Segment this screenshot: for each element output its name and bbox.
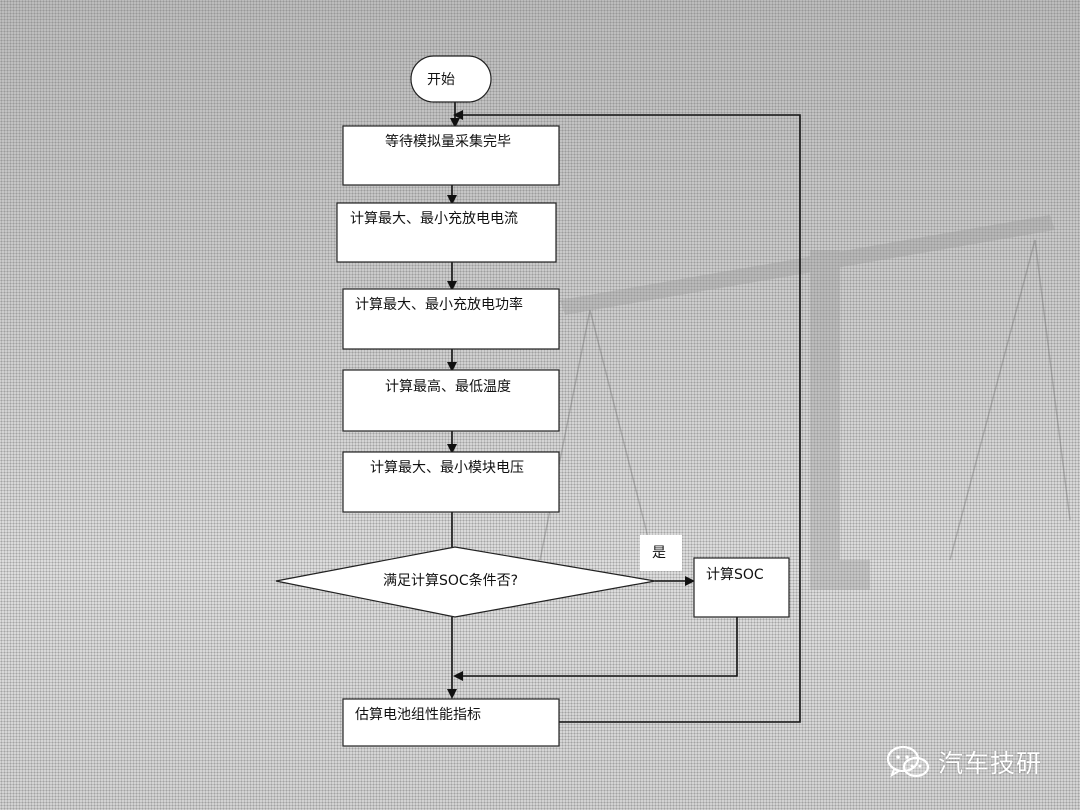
node-calc-power-label: 计算最大、最小充放电功率 (355, 296, 523, 313)
node-calc-temp-label: 计算最高、最低温度 (385, 378, 511, 395)
node-soc-condition-label: 满足计算SOC条件否? (383, 572, 518, 589)
node-start: 开始 (410, 55, 492, 103)
node-estimate-label: 估算电池组性能指标 (355, 707, 481, 723)
node-calc-soc-label: 计算SOC (706, 567, 764, 583)
node-wait-sampling: 等待模拟量采集完毕 (342, 125, 560, 186)
node-calc-soc: 计算SOC (693, 557, 790, 618)
node-start-label: 开始 (427, 72, 455, 88)
watermark-text: 汽车技研 (938, 749, 1043, 778)
wechat-icon (886, 745, 930, 778)
node-calc-voltage-label: 计算最大、最小模块电压 (370, 460, 524, 476)
edge-label-yes-text: 是 (652, 545, 666, 561)
edge-soc-merge (453, 617, 738, 681)
node-calc-current-label: 计算最大、最小充放电电流 (350, 211, 518, 227)
node-calc-temp: 计算最高、最低温度 (342, 369, 560, 432)
node-wait-sampling-label: 等待模拟量采集完毕 (385, 133, 511, 150)
edges (447, 102, 801, 723)
edge-label-yes: 是 (640, 535, 682, 571)
node-soc-condition: 满足计算SOC条件否? (275, 546, 656, 618)
node-calc-current: 计算最大、最小充放电电流 (336, 202, 557, 263)
edge-loop-back (453, 110, 801, 723)
watermark: 汽车技研 (886, 742, 1042, 782)
background-scale-drawing (539, 215, 1071, 590)
node-calc-voltage: 计算最大、最小模块电压 (342, 451, 560, 513)
node-calc-power: 计算最大、最小充放电功率 (342, 288, 560, 350)
node-estimate: 估算电池组性能指标 (342, 698, 560, 747)
